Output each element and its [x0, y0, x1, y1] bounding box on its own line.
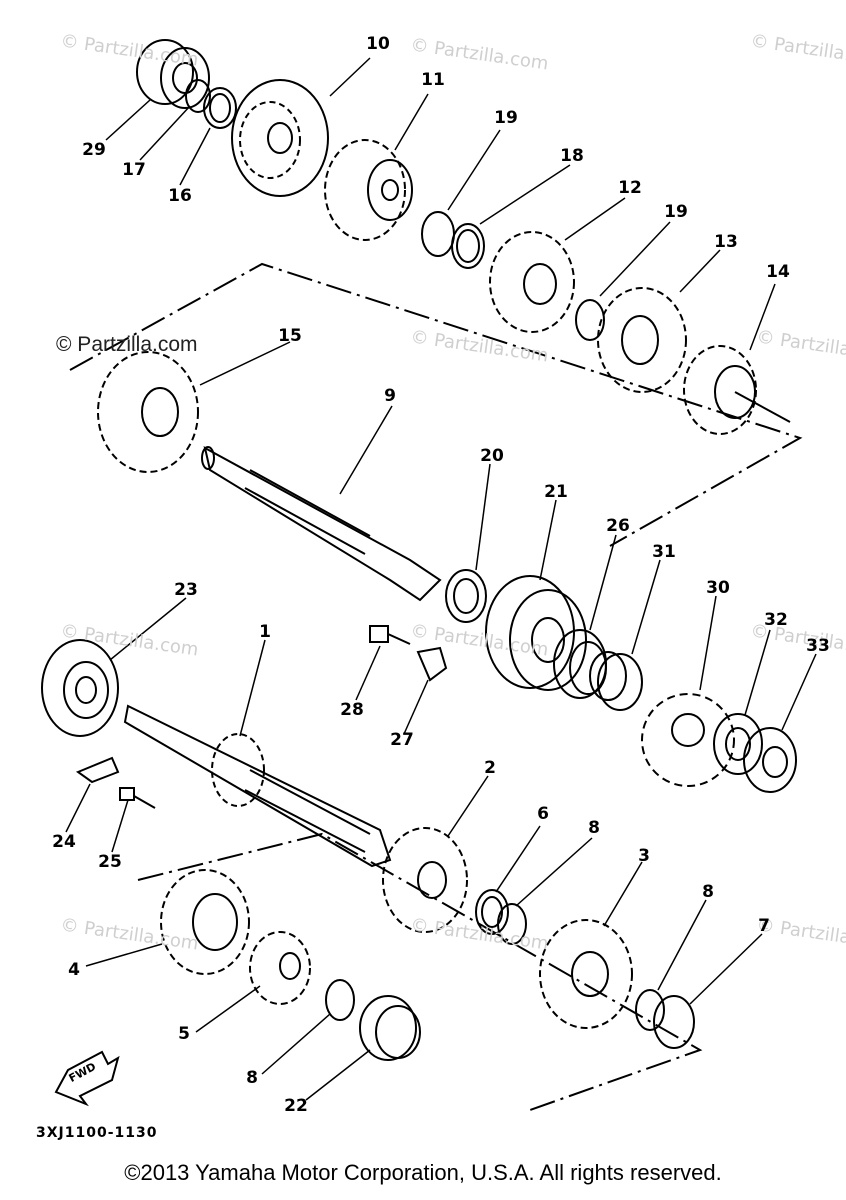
gear-5	[249, 931, 311, 1005]
gear-10	[231, 79, 329, 197]
circlip-8-a	[497, 903, 527, 945]
callout-12: 12	[618, 178, 642, 198]
washer-20	[445, 569, 487, 623]
callout-16: 16	[168, 186, 192, 206]
callout-19-mid: 19	[664, 202, 688, 222]
bolt-28	[369, 625, 411, 645]
callout-23: 23	[174, 580, 198, 600]
callout-14: 14	[766, 262, 790, 282]
circlip-19-top	[421, 211, 455, 257]
callout-8-b: 8	[702, 882, 714, 902]
callout-19-top: 19	[494, 108, 518, 128]
callout-17: 17	[122, 160, 146, 180]
callout-3: 3	[638, 846, 650, 866]
watermark-main: © Partzilla.com	[56, 333, 198, 356]
oil-seal-26	[553, 629, 607, 699]
bearing-23	[41, 639, 119, 737]
gear-15	[97, 351, 199, 473]
upper-group-outline	[69, 262, 803, 547]
callout-27: 27	[390, 730, 414, 750]
gear-4	[160, 869, 250, 975]
circlip-16	[203, 87, 237, 129]
drive-axle-1	[123, 704, 392, 868]
lower-group-outline	[137, 832, 703, 1111]
circlip-19-mid	[575, 299, 605, 341]
callout-20: 20	[480, 446, 504, 466]
diagram-code: 3XJ1100-1130	[36, 1125, 158, 1141]
plate-27	[416, 646, 448, 682]
gear-12	[489, 231, 575, 333]
circlip-8-b	[635, 989, 665, 1031]
copyright-notice: ©2013 Yamaha Motor Corporation, U.S.A. A…	[124, 1160, 722, 1185]
callout-10: 10	[366, 34, 390, 54]
callout-5: 5	[178, 1024, 190, 1044]
callout-22: 22	[284, 1096, 308, 1116]
callout-4: 4	[68, 960, 80, 980]
callout-24: 24	[52, 832, 76, 852]
gear-14	[683, 345, 791, 435]
callout-21: 21	[544, 482, 568, 502]
callout-2: 2	[484, 758, 496, 778]
callout-15: 15	[278, 326, 302, 346]
callout-25: 25	[98, 852, 122, 872]
bearing-29	[136, 39, 210, 109]
callout-11: 11	[421, 70, 445, 90]
bolt-25	[119, 787, 156, 809]
washer-18	[451, 223, 485, 269]
collar-31	[589, 651, 643, 711]
gear-2	[382, 827, 468, 933]
callout-29: 29	[82, 140, 106, 160]
sprocket-30	[641, 693, 735, 787]
callout-6: 6	[537, 804, 549, 824]
callout-8-a: 8	[588, 818, 600, 838]
gear-3	[539, 919, 633, 1029]
callout-13: 13	[714, 232, 738, 252]
callout-8-c: 8	[246, 1068, 258, 1088]
callout-26: 26	[606, 516, 630, 536]
washer-7	[653, 995, 695, 1049]
lock-washer-32	[713, 713, 763, 775]
main-axle-9	[201, 446, 442, 602]
callout-31: 31	[652, 542, 676, 562]
bearing-21	[485, 575, 587, 691]
gear-11	[324, 139, 413, 241]
washer-6	[475, 889, 509, 935]
callout-33: 33	[806, 636, 830, 656]
circlip-8-c	[325, 979, 355, 1021]
nut-33	[743, 727, 797, 793]
callout-28: 28	[340, 700, 364, 720]
gear-13	[597, 287, 687, 393]
callout-9: 9	[384, 386, 396, 406]
bearing-22	[359, 995, 421, 1061]
callout-18: 18	[560, 146, 584, 166]
washer-17	[185, 79, 211, 113]
fwd-arrow-icon	[54, 1050, 120, 1107]
leader-lines	[65, 57, 817, 1101]
callout-30: 30	[706, 578, 730, 598]
plate-24	[75, 756, 120, 784]
callout-7: 7	[758, 916, 770, 936]
callout-1: 1	[259, 622, 271, 642]
callout-32: 32	[764, 610, 788, 630]
